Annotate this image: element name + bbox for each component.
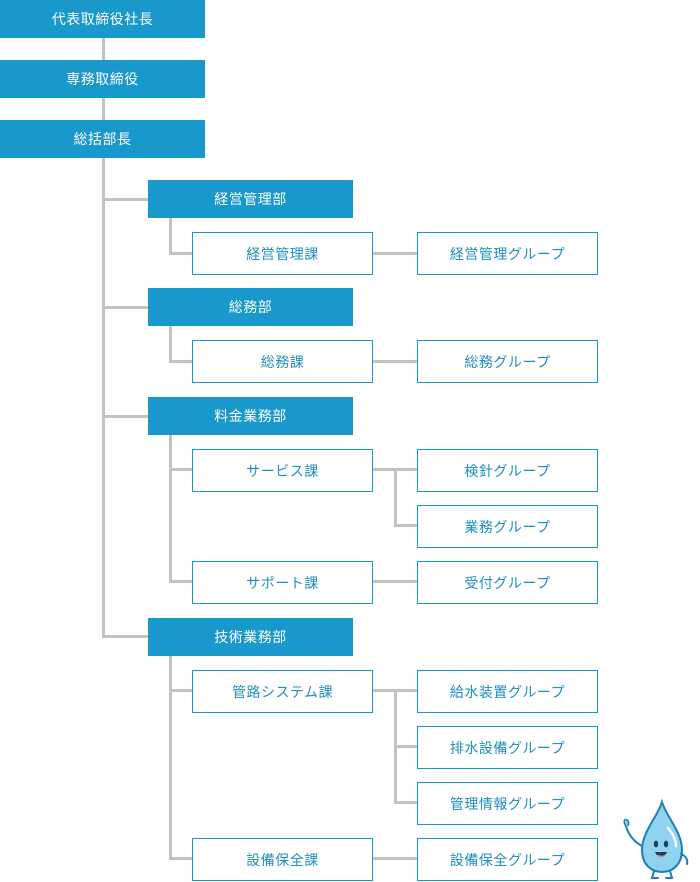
department-technical: 技術業務部 [148, 618, 353, 656]
group-reception: 受付グループ [417, 561, 598, 604]
section-service: サービス課 [192, 449, 373, 492]
connector-line [394, 524, 417, 527]
group-management: 経営管理グループ [417, 232, 598, 275]
managing-director-box: 専務取締役 [0, 60, 205, 98]
department-management: 経営管理部 [148, 180, 353, 218]
connector-line [102, 198, 148, 201]
connector-line [169, 655, 172, 860]
group-meter-reading: 検針グループ [417, 449, 598, 492]
department-billing: 料金業務部 [148, 397, 353, 435]
group-drainage-facilities: 排水設備グループ [417, 726, 598, 769]
group-general-affairs: 総務グループ [417, 340, 598, 383]
connector-line [102, 306, 148, 309]
section-management: 経営管理課 [192, 232, 373, 275]
connector-line [169, 689, 192, 692]
connector-line [169, 580, 192, 583]
connector-line [102, 158, 105, 637]
connector-line [102, 635, 148, 638]
connector-line [169, 468, 192, 471]
connector-line [372, 580, 417, 583]
connector-line [169, 434, 172, 583]
connector-line [372, 360, 417, 363]
connector-line [372, 857, 417, 860]
ceo-box: 代表取締役社長 [0, 0, 205, 38]
section-general-affairs: 総務課 [192, 340, 373, 383]
section-support: サポート課 [192, 561, 373, 604]
group-management-information: 管理情報グループ [417, 782, 598, 825]
connector-line [372, 252, 417, 255]
department-general-affairs: 総務部 [148, 288, 353, 326]
connector-line [169, 857, 192, 860]
group-operations: 業務グループ [417, 505, 598, 548]
section-pipeline-systems: 管路システム課 [192, 670, 373, 713]
connector-line [394, 801, 417, 804]
water-drop-mascot-icon [623, 798, 689, 879]
section-facility-maintenance: 設備保全課 [192, 838, 373, 881]
connector-line [169, 360, 192, 363]
connector-line [169, 252, 192, 255]
connector-line [102, 98, 105, 120]
connector-line [169, 325, 172, 363]
connector-line [169, 217, 172, 255]
group-facility-maintenance: 設備保全グループ [417, 838, 598, 881]
general-manager-box: 総括部長 [0, 120, 205, 158]
connector-line [394, 468, 397, 527]
connector-line [394, 745, 417, 748]
group-water-supply-devices: 給水装置グループ [417, 670, 598, 713]
connector-line [102, 415, 148, 418]
connector-line [102, 38, 105, 60]
